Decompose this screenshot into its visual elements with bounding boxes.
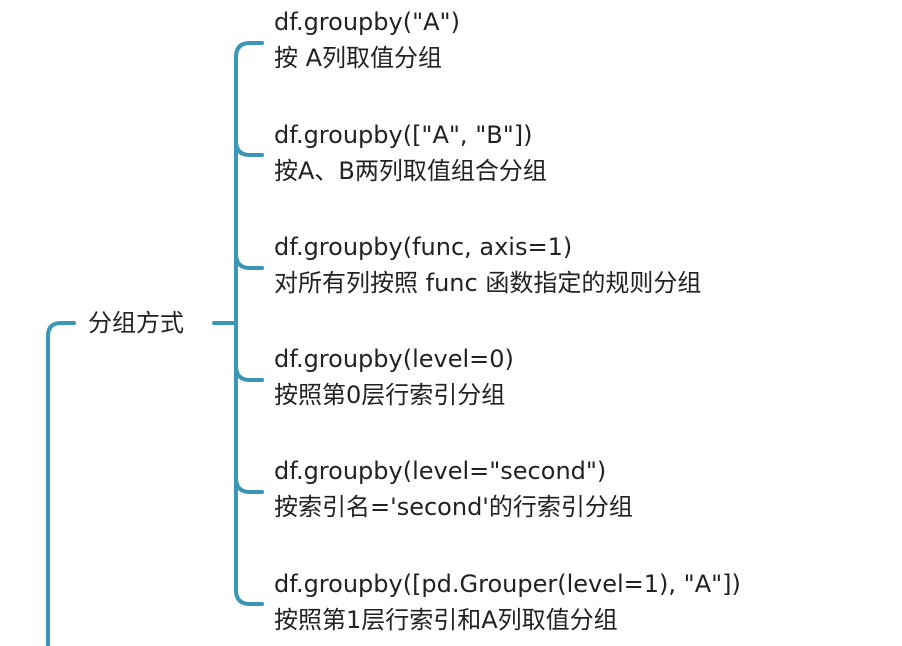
branch-desc-4: 按照第0层行索引分组 [274, 381, 506, 409]
branch-desc-3: 对所有列按照 func 函数指定的规则分组 [274, 269, 702, 297]
branch-code-3: df.groupby(func, axis=1) [274, 233, 573, 261]
branch-desc-6: 按照第1层行索引和A列取值分组 [274, 606, 618, 634]
branch-leaf-6: df.groupby([pd.Grouper(level=1), "A"]) 按… [274, 566, 741, 638]
branch-leaf-1: df.groupby("A") 按 A列取值分组 [274, 4, 460, 76]
branch-code-5: df.groupby(level="second") [274, 457, 607, 485]
branch-leaf-5: df.groupby(level="second") 按索引名='second'… [274, 453, 633, 525]
branch-desc-5: 按索引名='second'的行索引分组 [274, 493, 633, 521]
branch-curve-6 [234, 588, 264, 606]
branch-code-1: df.groupby("A") [274, 8, 460, 36]
branch-curves [234, 41, 264, 606]
group-method-node: 分组方式 [88, 309, 184, 337]
branch-code-6: df.groupby([pd.Grouper(level=1), "A"]) [274, 570, 741, 598]
root-connector-line [46, 321, 76, 646]
branch-code-2: df.groupby(["A", "B"]) [274, 121, 533, 149]
branch-code-4: df.groupby(level=0) [274, 345, 514, 373]
branch-curve-5 [234, 476, 264, 494]
branch-curve-1 [234, 41, 264, 59]
branch-curve-3 [234, 252, 264, 270]
branch-leaf-2: df.groupby(["A", "B"]) 按A、B两列取值组合分组 [274, 117, 547, 189]
branch-curve-2 [234, 139, 264, 157]
branch-leaf-3: df.groupby(func, axis=1) 对所有列按照 func 函数指… [274, 229, 701, 301]
branch-leaf-4: df.groupby(level=0) 按照第0层行索引分组 [274, 341, 514, 413]
branch-curve-4 [234, 364, 264, 382]
branch-desc-2: 按A、B两列取值组合分组 [274, 157, 547, 185]
branch-desc-1: 按 A列取值分组 [274, 44, 443, 72]
